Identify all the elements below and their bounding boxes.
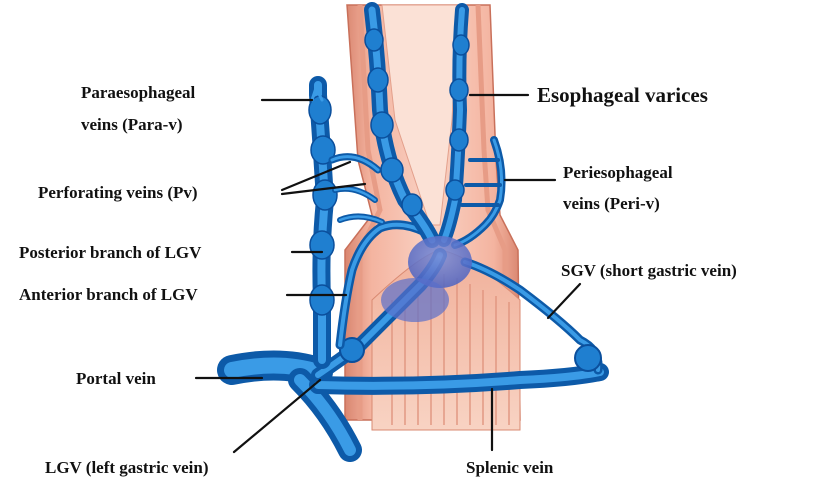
label-esophageal-varices: Esophageal varices	[537, 83, 708, 107]
label-posterior-branch-lgv: Posterior branch of LGV	[19, 243, 202, 262]
label-sgv: SGV (short gastric vein)	[561, 261, 737, 280]
cardia-plexus	[381, 278, 449, 322]
leader-sgv	[548, 284, 580, 318]
label-periesophageal-line2: veins (Peri-v)	[563, 194, 660, 213]
label-splenic-vein: Splenic vein	[466, 458, 554, 477]
label-lgv: LGV (left gastric vein)	[45, 458, 209, 477]
label-portal-vein: Portal vein	[76, 369, 156, 388]
leader-lgv	[234, 380, 320, 452]
sgv-bulge	[575, 345, 601, 371]
label-perforating-veins: Perforating veins (Pv)	[38, 183, 198, 202]
label-paraesophageal-line1: Paraesophageal	[81, 83, 196, 102]
label-periesophageal-line1: Periesophageal	[563, 163, 673, 182]
label-anterior-branch-lgv: Anterior branch of LGV	[19, 285, 198, 304]
label-paraesophageal-line2: veins (Para-v)	[81, 115, 183, 134]
